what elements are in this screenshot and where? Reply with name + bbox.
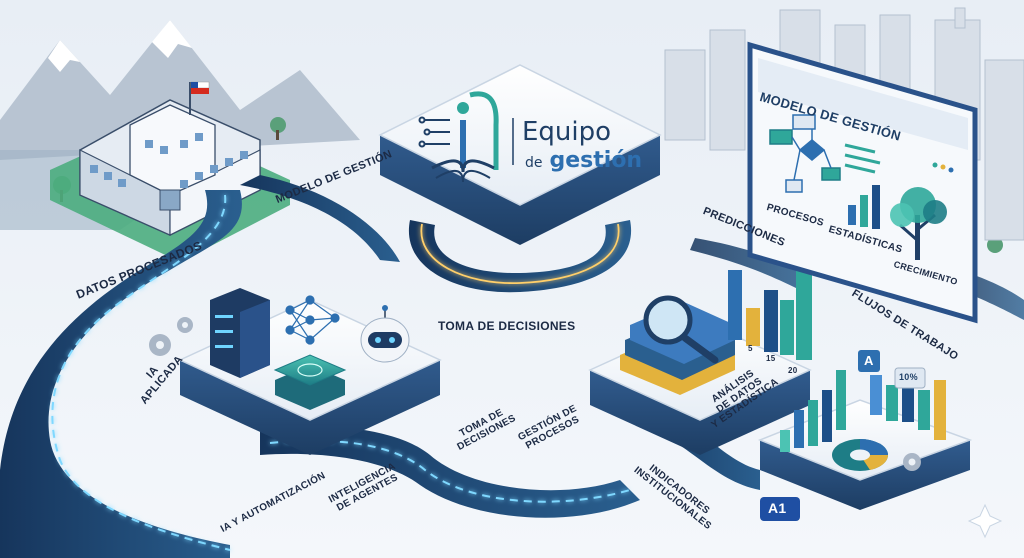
- illustration-bar: [886, 385, 898, 421]
- magnifier-icon: [643, 295, 719, 364]
- chart-tick-2: 15: [766, 354, 776, 363]
- a1-badge-label: A1: [768, 500, 787, 516]
- logo-subtitle: de gestión: [525, 148, 642, 173]
- illustration-bar: [780, 300, 794, 355]
- pct-badge-label: 10%: [899, 372, 918, 382]
- neural-network-icon: [285, 295, 340, 345]
- illustration-bar: [780, 430, 790, 452]
- tree-icon: [890, 187, 947, 260]
- chart-tick-1: 5: [748, 344, 753, 353]
- illustration-bar: [870, 375, 882, 415]
- robot-icon: [360, 305, 410, 363]
- logo-subtitle-main: gestión: [549, 148, 643, 173]
- illustration-bar: [934, 380, 946, 440]
- illustration-bar: [836, 370, 846, 430]
- logo-platform: [378, 64, 662, 293]
- bar-chart-icon: [848, 185, 880, 229]
- illustration-bar: [728, 270, 742, 340]
- illustration-bar: [918, 390, 930, 430]
- chart-tick-3: 20: [788, 366, 798, 375]
- logo-subtitle-prefix: de: [525, 155, 543, 171]
- gear-icon: [149, 317, 193, 356]
- server-rack-icon: [210, 288, 270, 378]
- gear-icon: [903, 453, 921, 471]
- chile-flag-icon: [189, 81, 210, 115]
- flowchart-icon: [769, 114, 841, 193]
- a-badge-label: A: [864, 353, 874, 368]
- illustration-bar: [746, 308, 760, 346]
- illustration-bar: [822, 390, 832, 442]
- logo-title: Equipo: [522, 117, 612, 147]
- brain-chip-icon: [273, 354, 347, 410]
- illustration-bar: [902, 380, 914, 422]
- bar-chart-icon: [728, 265, 812, 360]
- illustration-bar: [794, 410, 804, 448]
- bar-chart-icon: [780, 370, 946, 452]
- pct-badge: [894, 367, 926, 389]
- sparkle-icon: [967, 503, 1003, 539]
- label-toma-decisiones-center: TOMA DE DECISIONES: [438, 319, 576, 333]
- donut-chart-icon: [832, 439, 889, 471]
- illustration-bar: [808, 400, 818, 446]
- a1-badge: [760, 497, 800, 521]
- illustration-bar: [796, 265, 812, 360]
- logo-mark-icon: [418, 91, 499, 183]
- list-lines-icon: [844, 143, 881, 174]
- a-badge: [858, 350, 880, 372]
- illustration-bar: [764, 290, 778, 352]
